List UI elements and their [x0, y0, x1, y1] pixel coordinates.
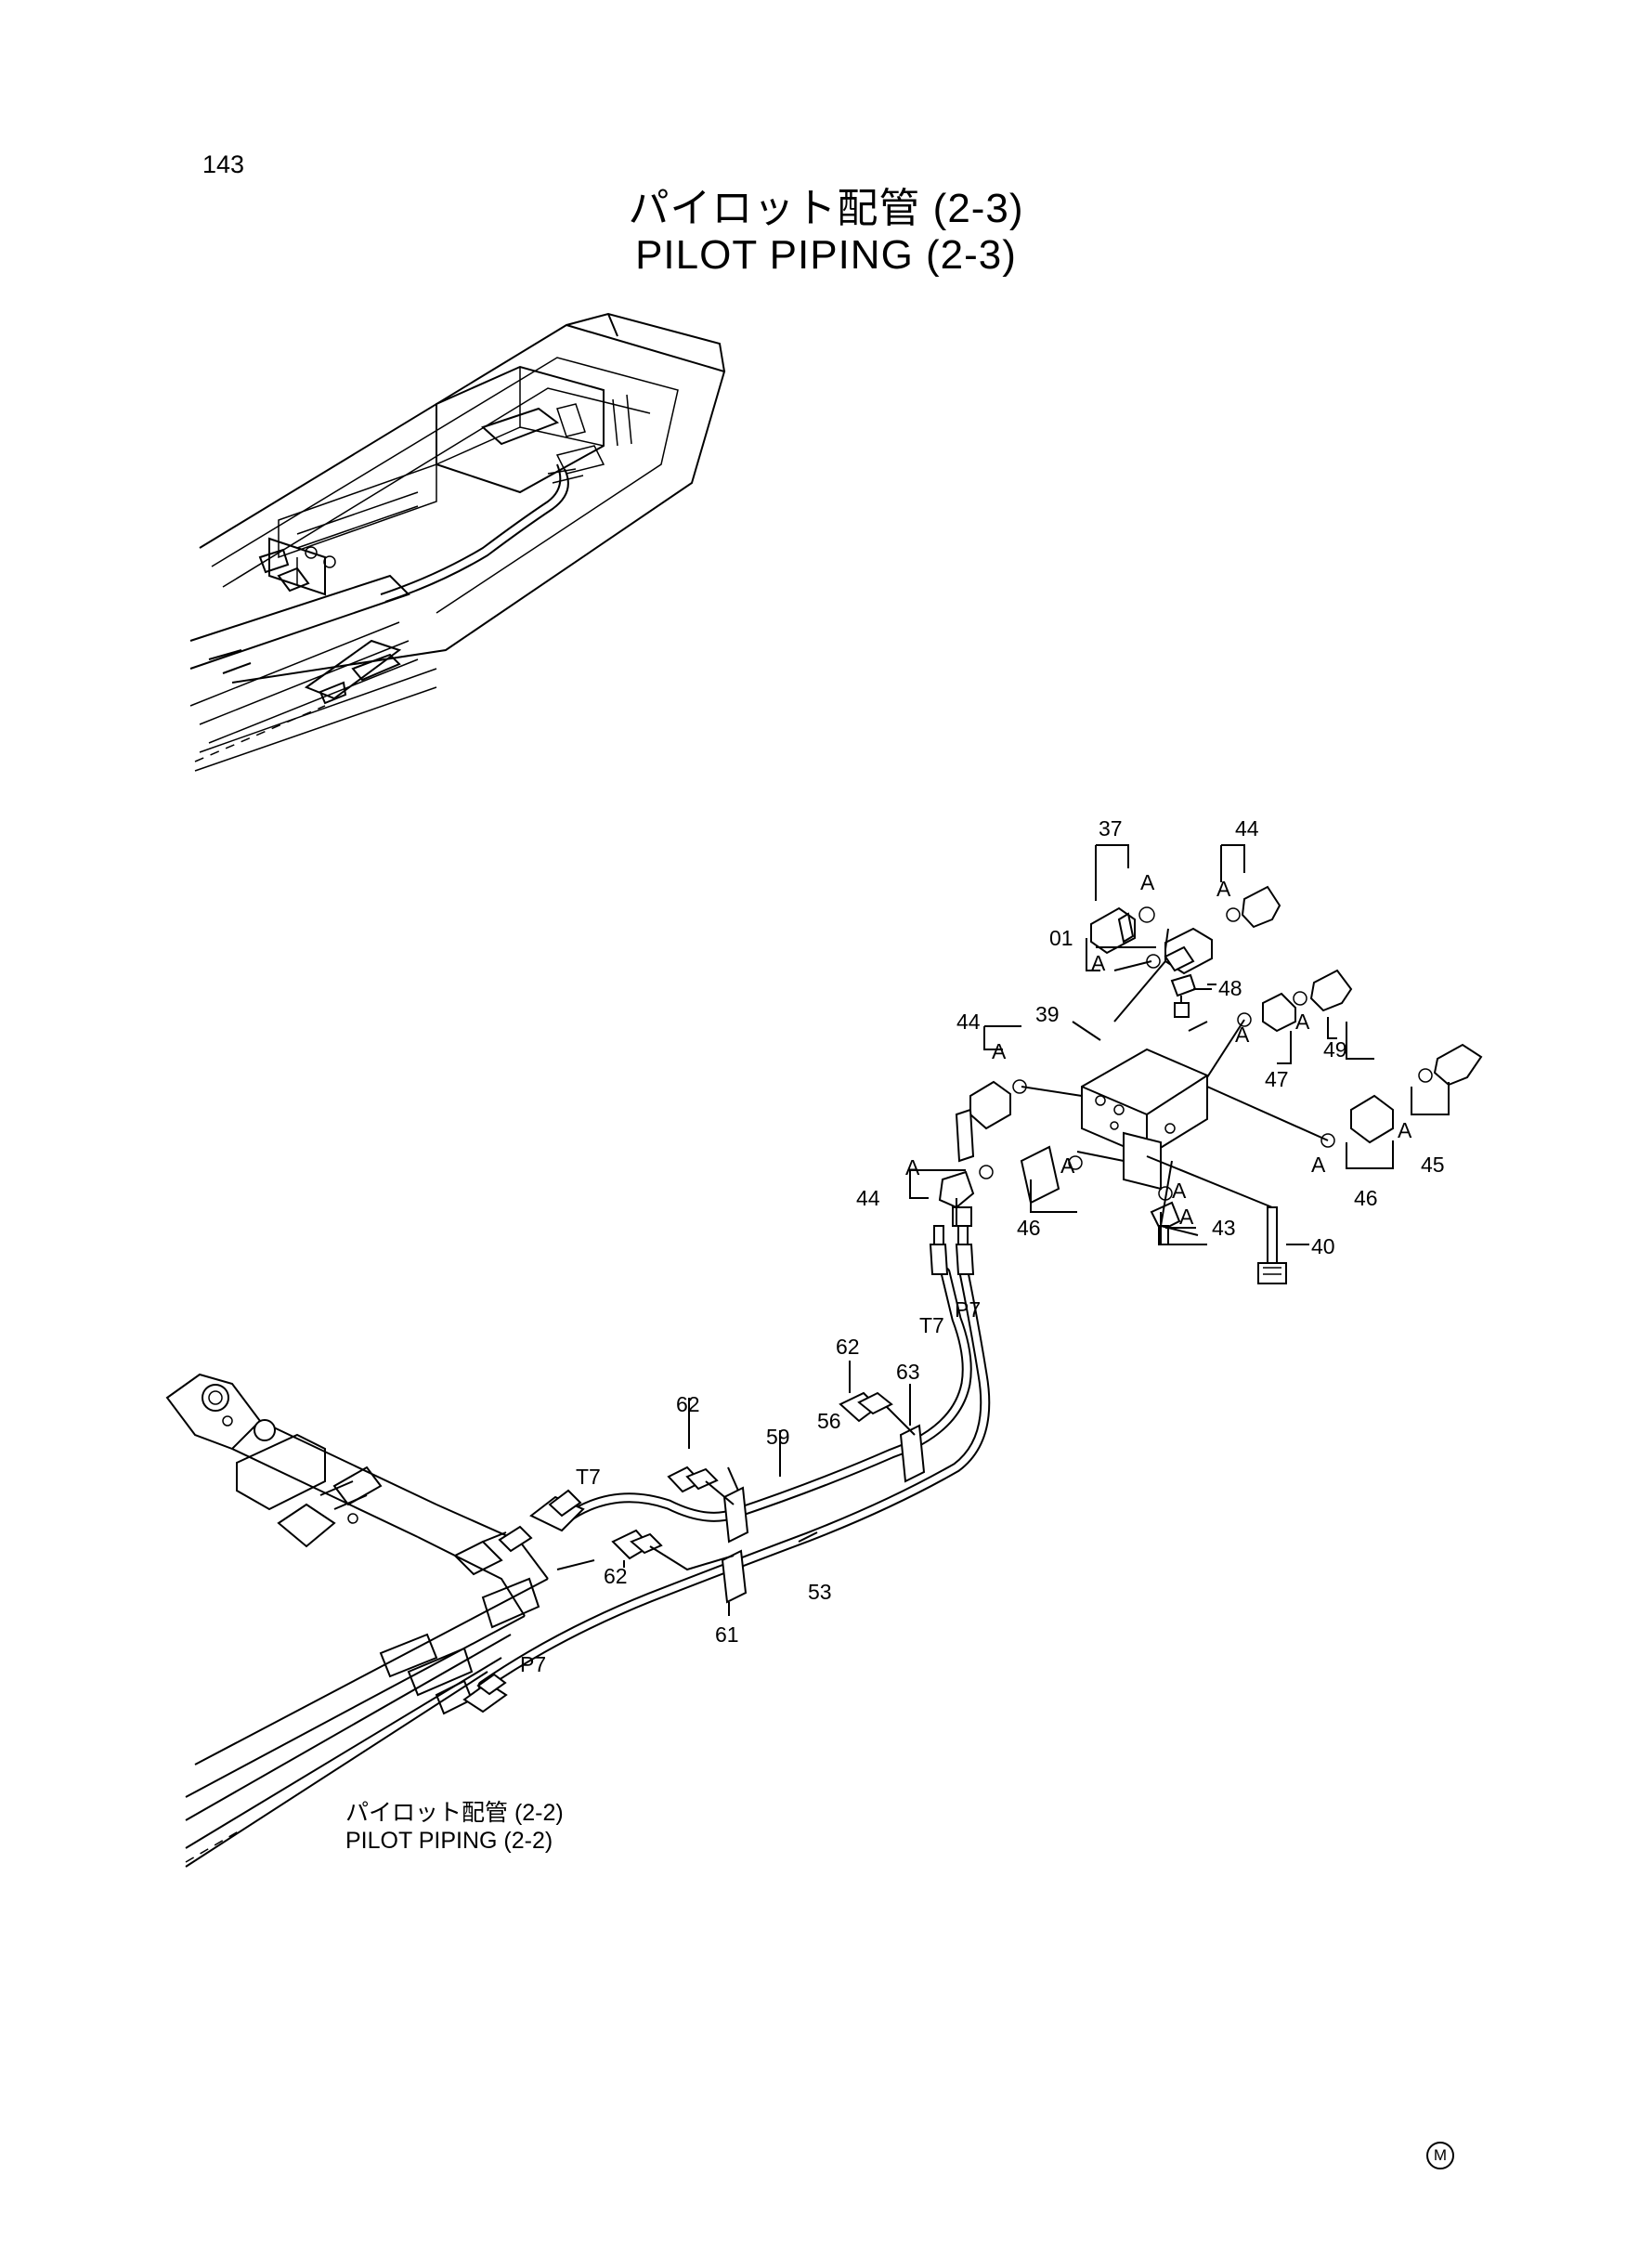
callout-48: 48	[1218, 976, 1242, 1000]
reference-english: PILOT PIPING (2-2)	[345, 1828, 553, 1854]
lower-pipe-assembly	[165, 1373, 595, 1868]
callout-39: 39	[1035, 1002, 1060, 1026]
callout-a-10: A	[905, 1155, 920, 1179]
callout-a-9: A	[1060, 1153, 1075, 1178]
callout-t7-bottom: T7	[576, 1465, 601, 1489]
callout-t7-top: T7	[919, 1313, 944, 1337]
callout-a-7: A	[1398, 1118, 1412, 1142]
callout-45: 45	[1421, 1153, 1445, 1177]
callout-44-top: 44	[1235, 816, 1259, 840]
callout-47: 47	[1265, 1067, 1289, 1091]
callout-46-left: 46	[1017, 1216, 1041, 1240]
callout-a-6: A	[992, 1039, 1007, 1063]
callout-a-11: A	[1172, 1179, 1187, 1203]
corner-mark: M	[1426, 2142, 1454, 2169]
callout-62-bottom: 62	[604, 1564, 628, 1588]
clamps	[611, 1391, 926, 1604]
callout-63: 63	[896, 1360, 920, 1384]
callout-49: 49	[1323, 1037, 1347, 1062]
callout-a-2: A	[1216, 877, 1231, 901]
callout-a-8: A	[1311, 1153, 1326, 1177]
callout-62-left: 62	[676, 1392, 700, 1416]
callout-44-mid: 44	[956, 1010, 981, 1034]
callout-labels: 37 44 A A 01 A 48 39 A A 49 47 44 A A 45…	[520, 816, 1445, 1676]
callout-44-bottom: 44	[856, 1186, 880, 1210]
callout-a-5: A	[1235, 1023, 1250, 1047]
page-title-japanese: パイロット配管 (2-3)	[628, 186, 1024, 231]
hoses	[477, 1267, 991, 1691]
callout-p7-top: P7	[955, 1297, 981, 1322]
callout-59: 59	[766, 1425, 790, 1449]
callout-46-right: 46	[1354, 1186, 1378, 1210]
leader-lines	[623, 844, 1450, 1616]
callout-43: 43	[1212, 1216, 1236, 1240]
machine-overview-illustration	[189, 312, 726, 772]
page-title-english: PILOT PIPING (2-3)	[635, 232, 1017, 278]
callout-a-12: A	[1179, 1205, 1194, 1229]
callout-56: 56	[817, 1409, 841, 1433]
callout-37: 37	[1099, 816, 1123, 840]
callout-a-1: A	[1140, 870, 1155, 894]
callout-61: 61	[715, 1622, 739, 1647]
callout-a-3: A	[1091, 951, 1106, 975]
page-number: 143	[202, 150, 245, 178]
callout-40: 40	[1311, 1234, 1335, 1258]
callout-53: 53	[808, 1580, 832, 1604]
callout-01: 01	[1049, 926, 1073, 950]
callout-a-4: A	[1295, 1010, 1310, 1034]
callout-62-top: 62	[836, 1335, 860, 1359]
reference-japanese: パイロット配管 (2-2)	[345, 1800, 564, 1826]
callout-p7-bottom: P7	[520, 1652, 546, 1676]
